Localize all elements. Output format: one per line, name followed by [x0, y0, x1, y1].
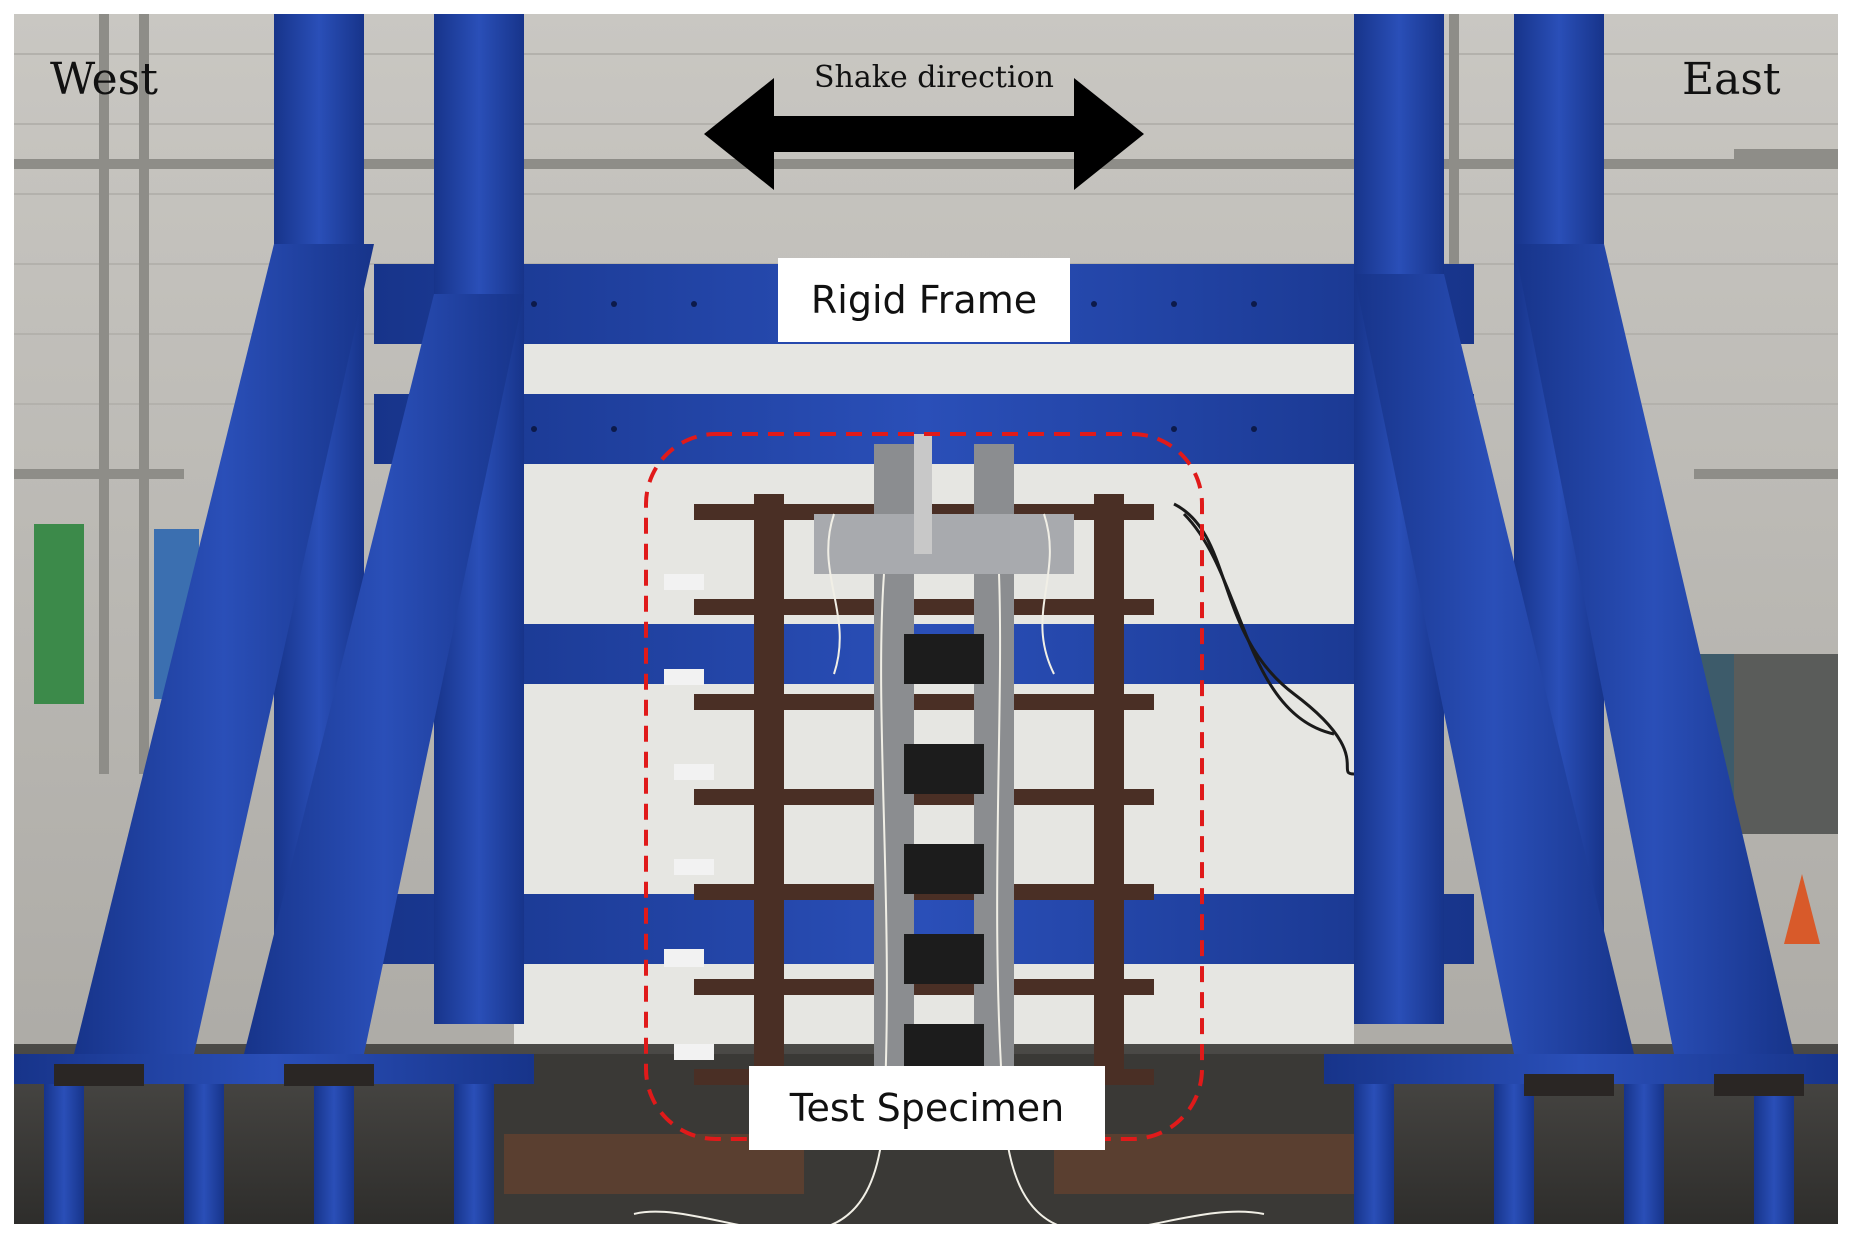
sensor-blocks	[664, 574, 714, 1060]
left-tower	[14, 14, 534, 1224]
shelf	[1734, 654, 1838, 834]
rigid-frame-label: Rigid Frame	[778, 258, 1070, 342]
shake-direction-label: Shake direction	[814, 60, 1054, 95]
test-specimen-label: Test Specimen	[749, 1066, 1105, 1150]
right-tower	[1324, 14, 1838, 1224]
traffic-cone	[1784, 874, 1820, 944]
specimen-column	[814, 434, 1074, 1084]
west-label: West	[50, 54, 158, 105]
black-cables	[1173, 502, 1355, 776]
east-label: East	[1682, 54, 1781, 105]
shake-direction-arrow	[704, 78, 1144, 190]
beam-holes	[531, 301, 1257, 432]
scene-illustration	[14, 14, 1838, 1224]
shake-table-photo: West East Shake direction Rigid Frame Te…	[14, 14, 1838, 1224]
poster-green	[34, 524, 84, 704]
base-pads	[54, 1064, 1804, 1096]
